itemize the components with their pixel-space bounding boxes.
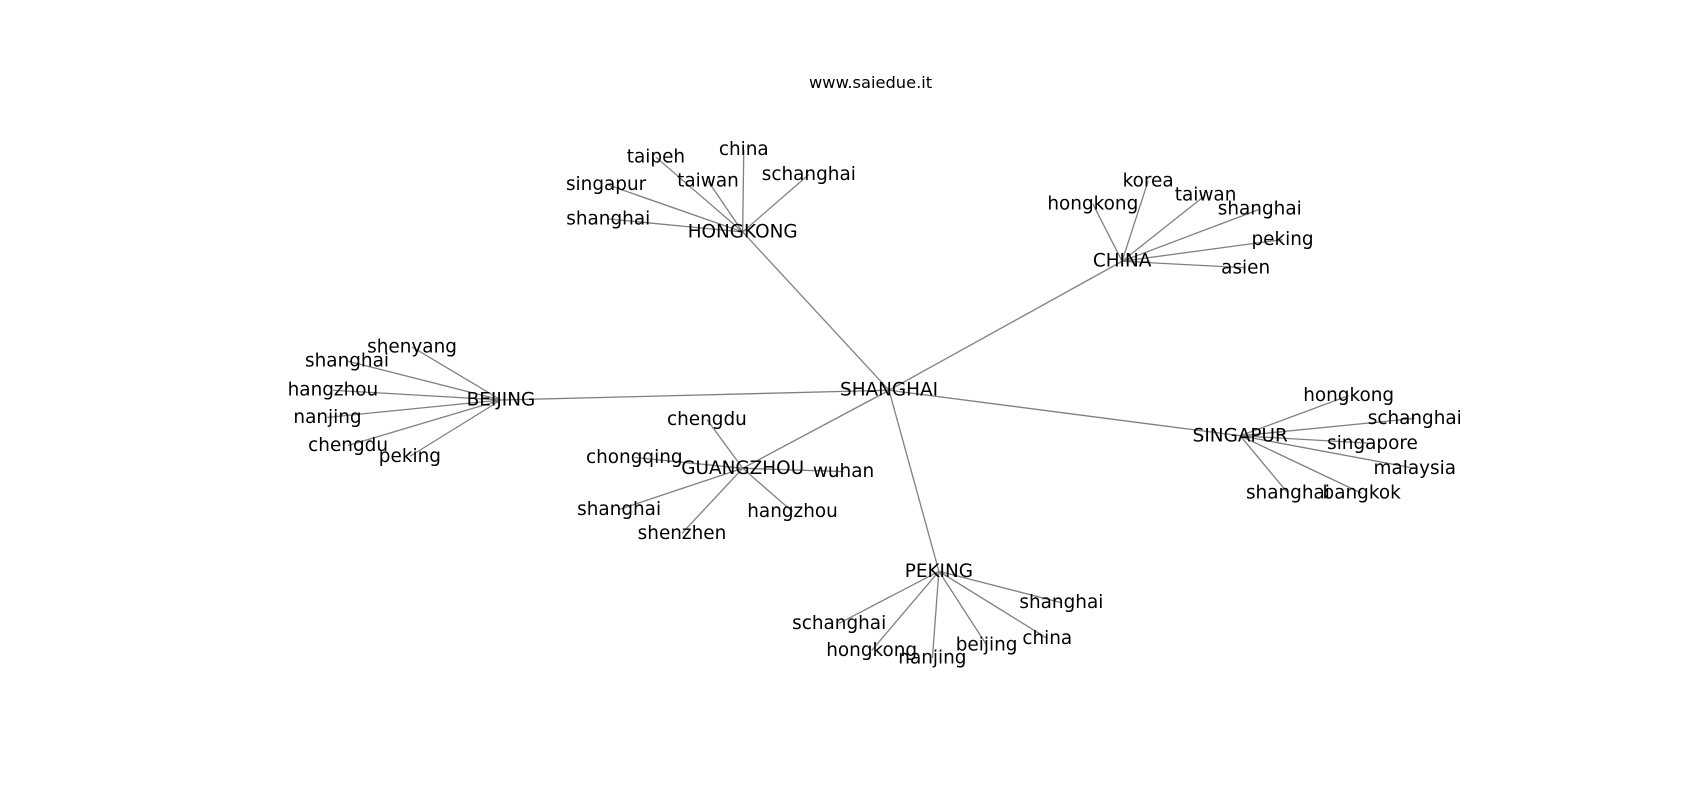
edge: [1121, 180, 1149, 262]
leaf-node-label: chengdu: [667, 409, 747, 430]
leaf-node-label: korea: [1123, 171, 1174, 192]
edge: [1121, 208, 1260, 262]
edge: [742, 467, 793, 513]
hub-node-label: PEKING: [905, 561, 973, 582]
leaf-node-label: asien: [1221, 257, 1270, 278]
edge: [346, 360, 502, 401]
leaf-node-label: schanghai: [762, 164, 856, 185]
edge: [332, 389, 501, 401]
hub-node-label: SINGAPUR: [1193, 425, 1288, 446]
hub-node-label: BEIJING: [467, 390, 536, 411]
edge: [706, 419, 744, 469]
edge: [634, 456, 743, 469]
leaf-node-label: shanghai: [577, 499, 661, 520]
leaf-node-label: chongqing: [586, 447, 683, 468]
leaf-node-label: wuhan: [813, 461, 874, 482]
leaf-node-label: bangkok: [1323, 483, 1402, 504]
edge: [1239, 435, 1362, 494]
edge: [1239, 435, 1289, 494]
edge: [411, 346, 502, 401]
leaf-node-label: hangzhou: [747, 501, 838, 522]
edge: [931, 571, 940, 659]
leaf-node-label: schanghai: [792, 613, 886, 634]
edge: [500, 389, 890, 401]
edge: [327, 399, 502, 418]
leaf-node-label: china: [1022, 628, 1072, 649]
leaf-node-label: schanghai: [1368, 408, 1462, 429]
leaf-node-label: hongkong: [826, 640, 917, 661]
leaf-node-label: shenyang: [367, 336, 457, 357]
leaf-node-label: shanghai: [305, 350, 389, 371]
edge: [1240, 435, 1373, 445]
leaf-node-label: taiwan: [1175, 185, 1237, 206]
leaf-node-label: shanghai: [1246, 483, 1330, 504]
leaf-node-label: china: [719, 139, 769, 160]
leaf-node-label: hongkong: [1303, 385, 1394, 406]
edge: [409, 399, 502, 457]
leaf-node-label: shenzhen: [638, 523, 727, 544]
edge: [742, 174, 810, 233]
edge: [1121, 194, 1206, 262]
edge: [605, 183, 743, 233]
leaf-node-label: malaysia: [1374, 458, 1456, 479]
leaf-node-label: taiwan: [677, 171, 739, 192]
edge: [1121, 238, 1283, 262]
edge: [938, 570, 988, 646]
leaf-node-label: taipeh: [627, 147, 685, 168]
edge: [681, 467, 744, 534]
leaf-node-label: peking: [1251, 229, 1313, 250]
leaf-node-label: nanjing: [293, 407, 361, 428]
hub-node-label: GUANGZHOU: [681, 458, 804, 479]
edge: [742, 231, 890, 391]
edge: [1240, 417, 1415, 437]
leaf-node-label: shanghai: [566, 208, 650, 229]
edge: [938, 570, 1048, 640]
edges: [327, 149, 1415, 659]
edge: [707, 180, 744, 233]
leaf-node-label: beijing: [956, 634, 1018, 655]
edge: [618, 467, 743, 511]
edge: [938, 570, 1062, 604]
edge: [742, 149, 745, 232]
root-node-label: SHANGHAI: [840, 380, 938, 401]
leaf-node-label: nanjing: [898, 647, 966, 668]
edge: [888, 390, 940, 572]
edge: [347, 399, 502, 447]
title: www.saiedue.it: [809, 73, 932, 92]
edge: [742, 389, 890, 469]
edge: [608, 218, 743, 233]
nodes: taipeh china taiwan schanghai singapur shangh…: [288, 139, 1462, 668]
leaf-node-label: hongkong: [1047, 193, 1138, 214]
leaf-node-label: shanghai: [1218, 199, 1302, 220]
leaf-node-label: hangzhou: [288, 380, 379, 401]
edge: [1240, 395, 1349, 437]
leaf-node-label: chengdu: [308, 435, 388, 456]
edge: [888, 260, 1123, 391]
edge: [1092, 203, 1123, 262]
edge: [742, 467, 844, 473]
edge: [1122, 260, 1246, 269]
hub-node-label: CHINA: [1093, 251, 1152, 272]
leaf-node-label: peking: [379, 446, 441, 467]
edge: [838, 570, 940, 624]
leaf-node-label: singapore: [1327, 433, 1418, 454]
edge: [655, 156, 744, 233]
edge: [1240, 435, 1415, 469]
leaf-node-label: singapur: [566, 174, 647, 195]
edge: [888, 389, 1241, 437]
edge: [871, 570, 940, 651]
leaf-node-label: shanghai: [1019, 592, 1103, 613]
hub-node-label: HONGKONG: [688, 221, 798, 242]
